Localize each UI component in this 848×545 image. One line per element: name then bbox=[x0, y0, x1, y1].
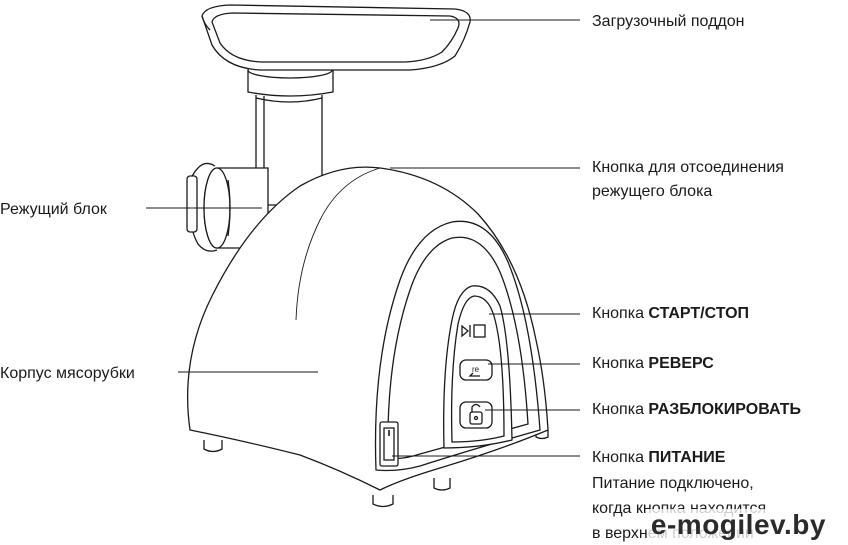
label-loading-tray: Загрузочный поддон bbox=[592, 13, 745, 30]
label-grinder-body: Корпус мясорубки bbox=[0, 365, 135, 382]
label-reverse: Кнопка РЕВЕРС bbox=[592, 353, 714, 375]
unlock-button bbox=[459, 401, 493, 429]
label-reverse-name: РЕВЕРС bbox=[648, 355, 714, 372]
label-start-stop: Кнопка СТАРТ/СТОП bbox=[592, 303, 749, 325]
reverse-button: re bbox=[459, 359, 493, 381]
label-power: Кнопка ПИТАНИЕ bbox=[592, 447, 725, 469]
label-power-name: ПИТАНИЕ bbox=[648, 449, 726, 466]
power-switch bbox=[379, 421, 399, 467]
label-release-button-line1: Кнопка для отсоединения bbox=[592, 159, 784, 176]
label-power-prefix: Кнопка bbox=[592, 449, 649, 466]
label-reverse-prefix: Кнопка bbox=[592, 355, 649, 372]
watermark: e-mogilev.by bbox=[646, 509, 830, 541]
label-power-note-line2: Питание подключено, bbox=[592, 475, 754, 492]
label-unlock: Кнопка РАЗБЛОКИРОВАТЬ bbox=[592, 399, 801, 421]
label-release-button-line2: режущего блока bbox=[592, 183, 713, 200]
label-unlock-name: РАЗБЛОКИРОВАТЬ bbox=[648, 401, 801, 418]
label-start-stop-name: СТАРТ/СТОП bbox=[648, 305, 750, 322]
label-unlock-prefix: Кнопка bbox=[592, 401, 649, 418]
feet bbox=[203, 430, 549, 508]
svg-text:re: re bbox=[472, 365, 480, 374]
callout-lines bbox=[146, 19, 580, 457]
loading-tray bbox=[201, 4, 471, 71]
label-start-stop-prefix: Кнопка bbox=[592, 305, 649, 322]
label-cutting-unit: Режущий блок bbox=[0, 201, 107, 218]
start-stop-button bbox=[461, 324, 486, 338]
